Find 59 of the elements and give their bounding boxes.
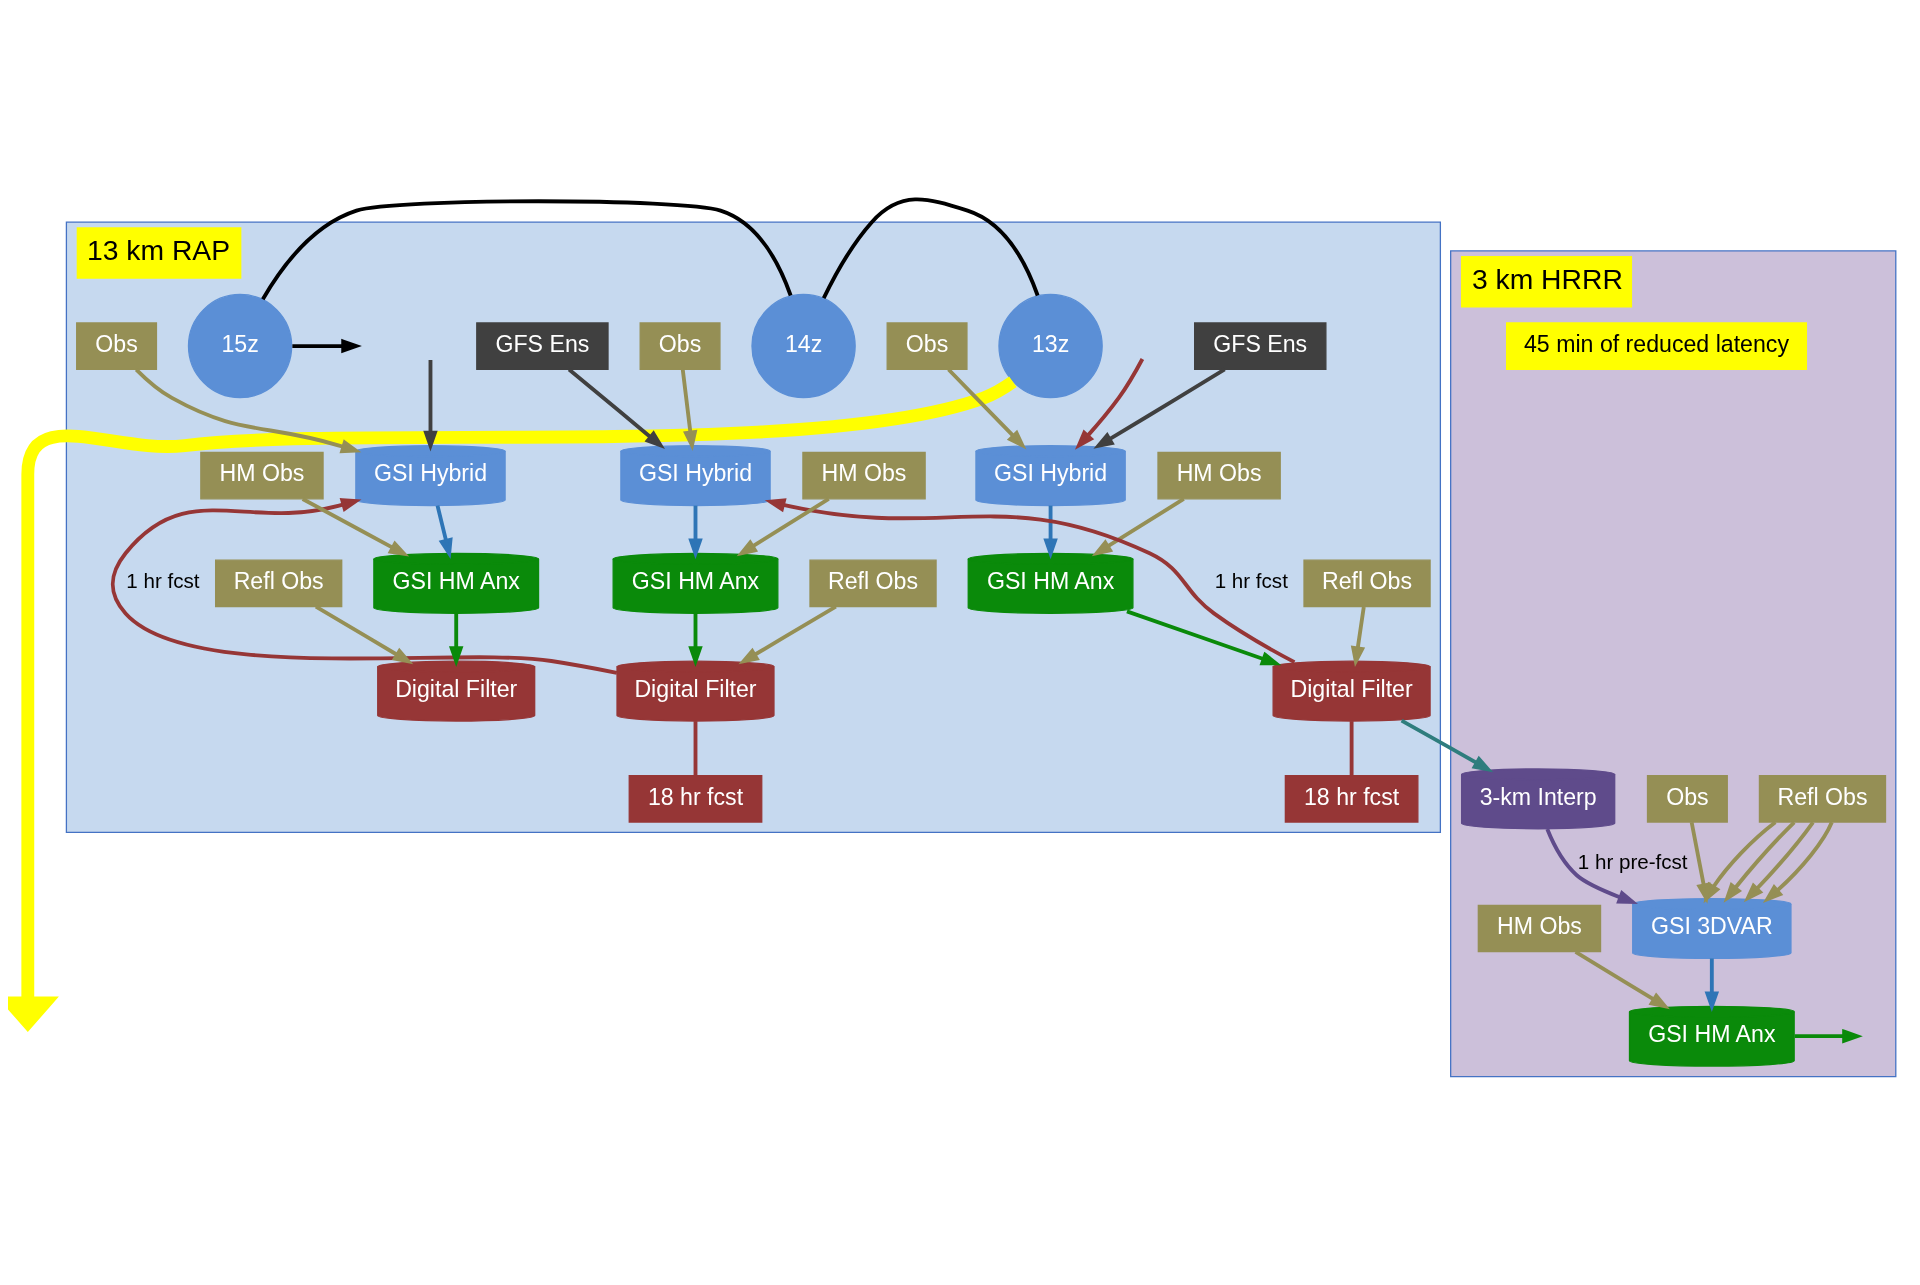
- arrow: [449, 612, 464, 667]
- arrow: [110, 497, 618, 675]
- arrow: [1743, 820, 1815, 902]
- arrow: [423, 359, 438, 451]
- node-box: Refl Obs: [215, 559, 343, 607]
- arrow: [1074, 357, 1145, 450]
- arrow: [8, 375, 1017, 1032]
- arrow: [1794, 1028, 1863, 1043]
- arrow: [292, 338, 362, 353]
- node-box: 18 hr fcst: [628, 774, 763, 823]
- node-circle: 15z: [187, 293, 293, 398]
- node-box: Refl Obs: [1303, 559, 1431, 607]
- node-box: HM Obs: [1157, 451, 1281, 499]
- edge-label: 1 hr fcst: [126, 568, 200, 592]
- arrow: [1762, 820, 1834, 903]
- connector: [693, 720, 698, 775]
- arrow: [764, 497, 1296, 664]
- arrow: [1093, 367, 1226, 449]
- node-box: Obs: [1646, 774, 1728, 823]
- node-box: Obs: [886, 321, 968, 370]
- arrow: [1350, 606, 1366, 667]
- connector: [1349, 720, 1354, 775]
- arrow: [1689, 821, 1711, 904]
- connector: [822, 197, 1040, 299]
- arrow: [688, 505, 703, 559]
- edge-label: 1 hr fcst: [1214, 568, 1288, 592]
- arrow: [1126, 609, 1282, 665]
- node-box: GFS Ens: [1194, 321, 1327, 370]
- arrow: [1704, 957, 1720, 1012]
- node-box: HM Obs: [1477, 904, 1602, 952]
- arrow: [314, 604, 414, 664]
- arrow: [567, 367, 665, 449]
- node-box: Refl Obs: [1758, 774, 1887, 823]
- arrow: [134, 367, 362, 453]
- node-box: 18 hr fcst: [1284, 774, 1419, 823]
- arrow: [1043, 505, 1058, 559]
- node-box: Obs: [639, 321, 721, 370]
- node-circle: 14z: [751, 293, 856, 398]
- arrow: [947, 367, 1027, 449]
- arrow: [1545, 827, 1638, 904]
- arrow: [1723, 820, 1796, 903]
- node-box: GFS Ens: [476, 321, 609, 370]
- node-box: HM Obs: [802, 451, 926, 499]
- edge-label: 1 hr pre-fcst: [1577, 849, 1688, 873]
- arrow: [736, 496, 830, 556]
- connector: [261, 198, 793, 300]
- arrow: [680, 368, 698, 451]
- arrow: [688, 612, 703, 667]
- arrow: [1400, 718, 1494, 772]
- arrow: [1574, 949, 1670, 1009]
- node-circle: 13z: [998, 293, 1103, 398]
- node-box: Refl Obs: [809, 559, 937, 607]
- arrow: [738, 604, 837, 664]
- node-box: HM Obs: [200, 451, 324, 499]
- arrow: [1091, 496, 1185, 556]
- node-box: 45 min of reduced latency: [1506, 321, 1808, 370]
- node-box: Obs: [76, 321, 158, 370]
- arrow: [301, 496, 410, 557]
- arrow: [435, 504, 453, 559]
